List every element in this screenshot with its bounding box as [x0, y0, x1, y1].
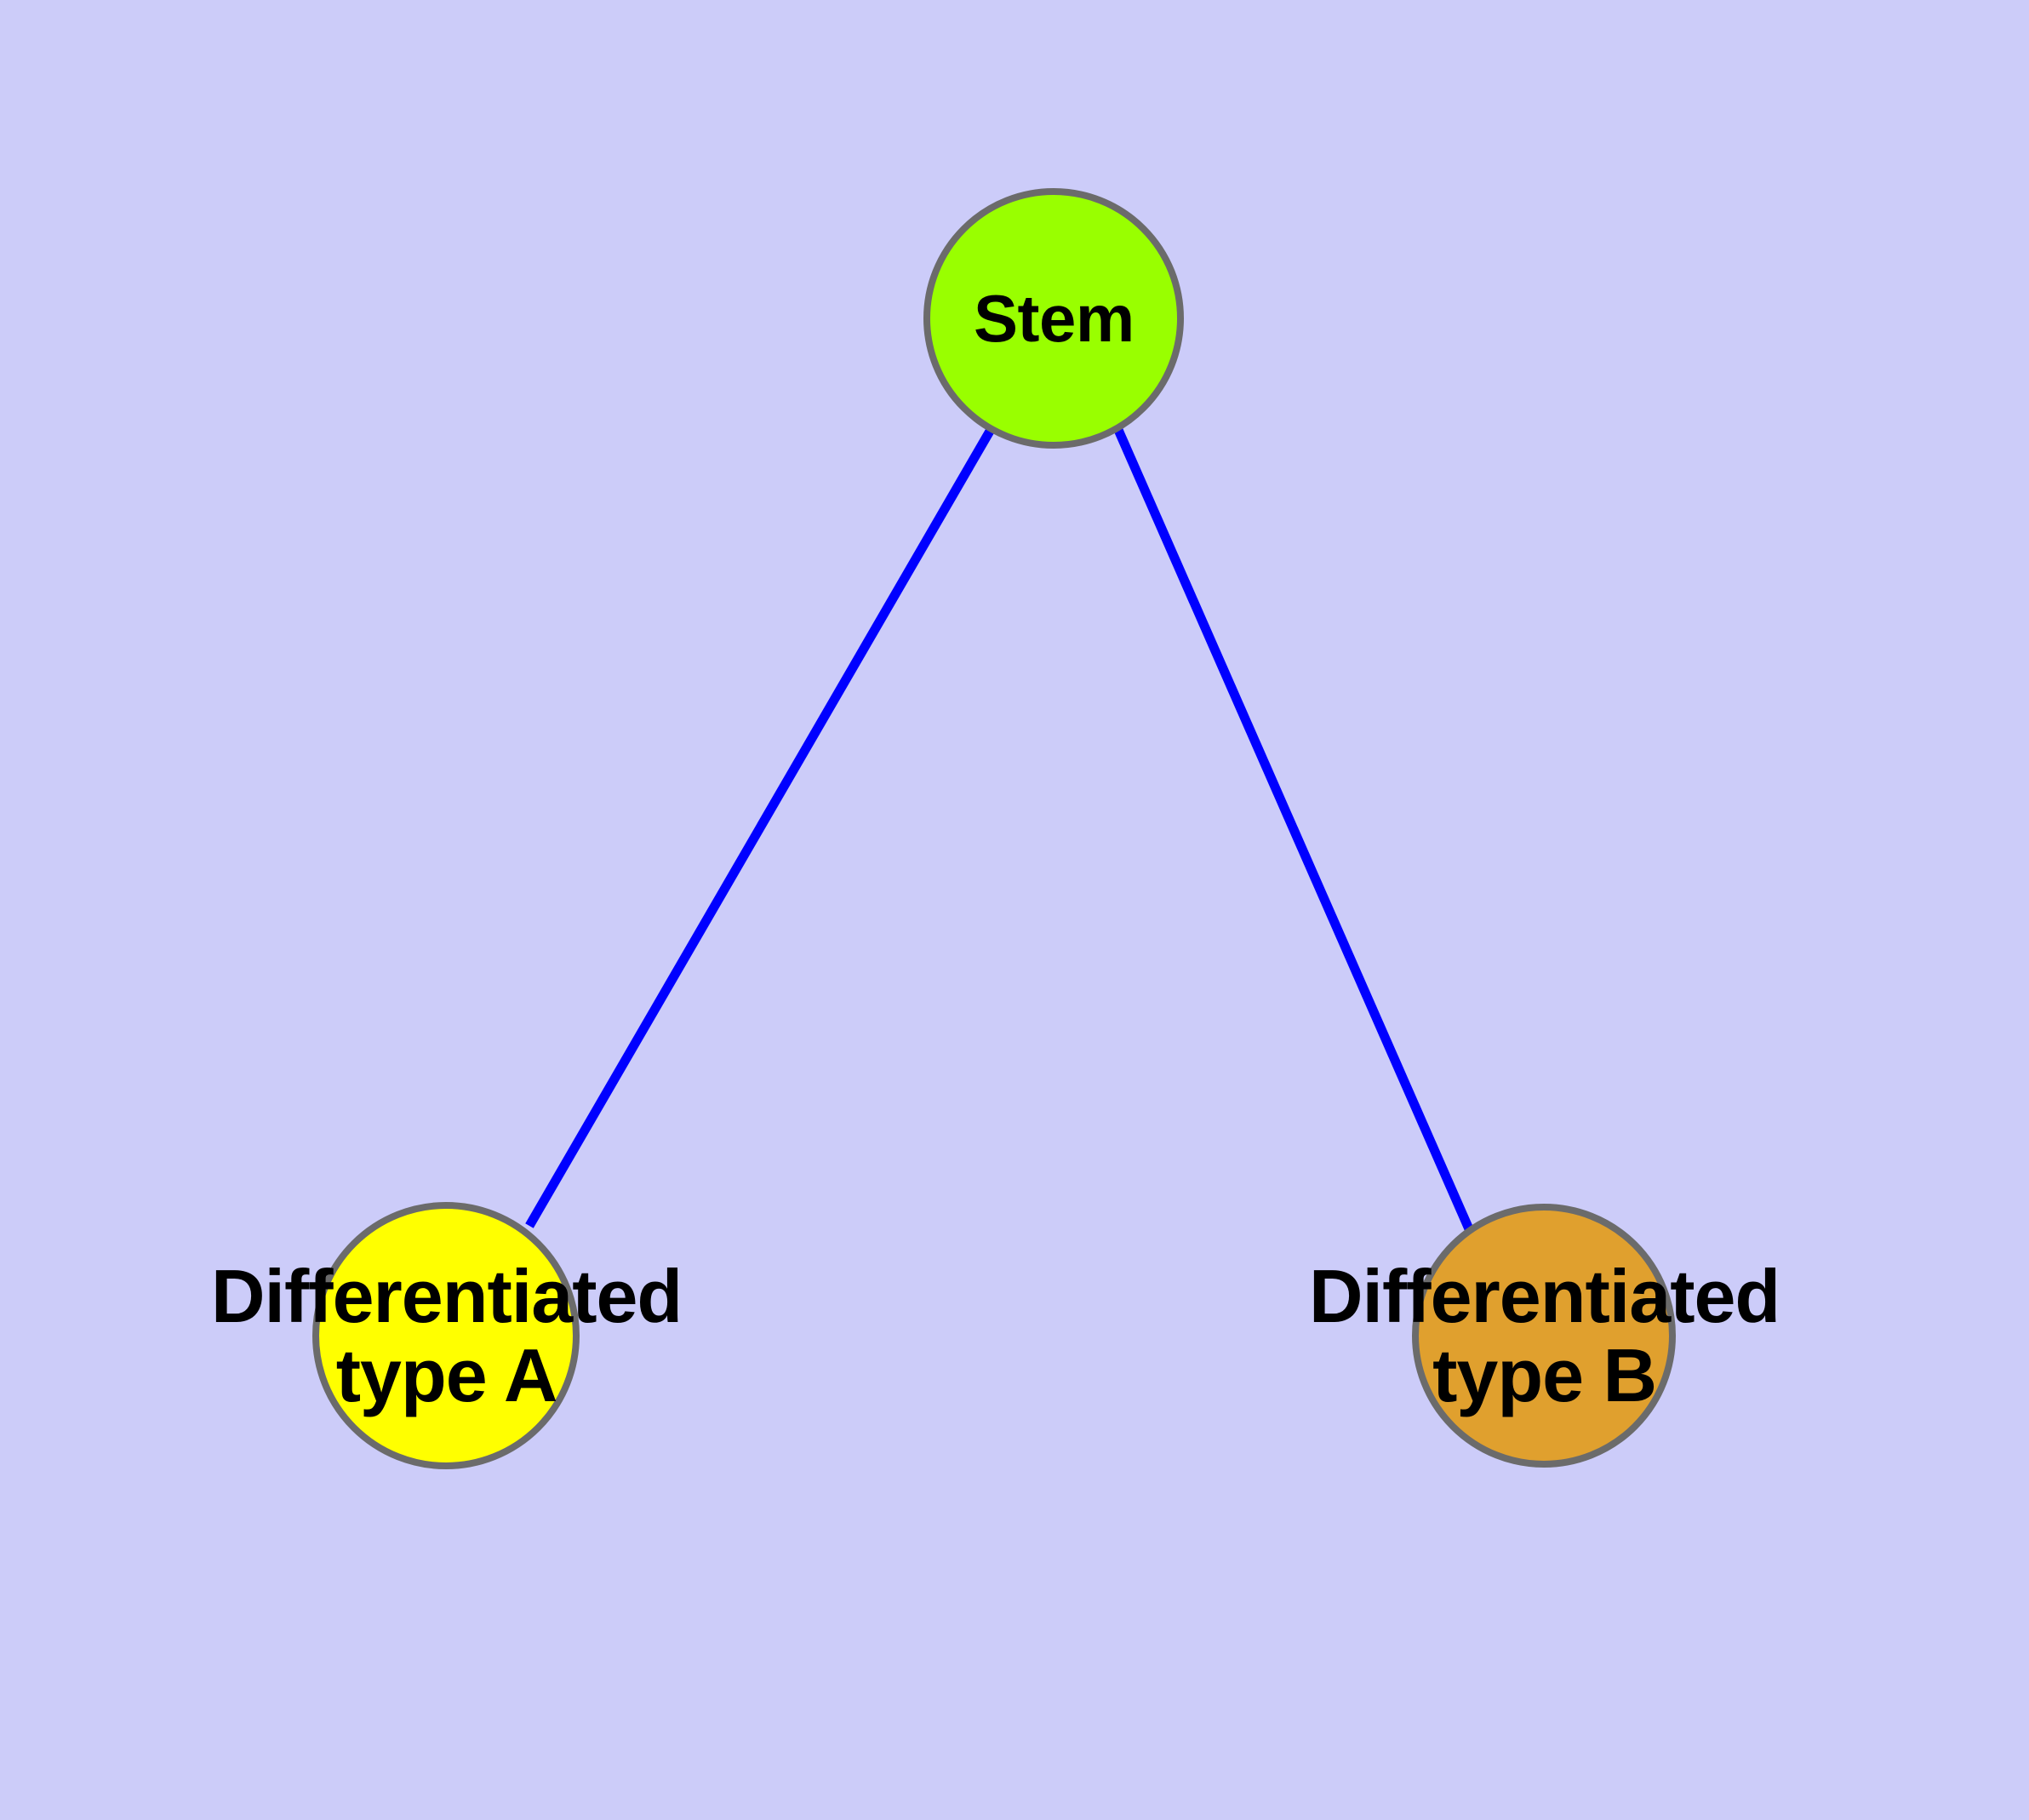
- node-circle-stem[interactable]: [923, 188, 1184, 449]
- node-layer: [312, 188, 1676, 1469]
- edge-stem-to-diff-b: [1113, 427, 1475, 1233]
- edge-stem-to-diff-a: [525, 426, 996, 1228]
- node-circle-diff-a[interactable]: [312, 1202, 580, 1469]
- edge-layer: [525, 426, 1475, 1233]
- node-circle-diff-b[interactable]: [1412, 1204, 1676, 1468]
